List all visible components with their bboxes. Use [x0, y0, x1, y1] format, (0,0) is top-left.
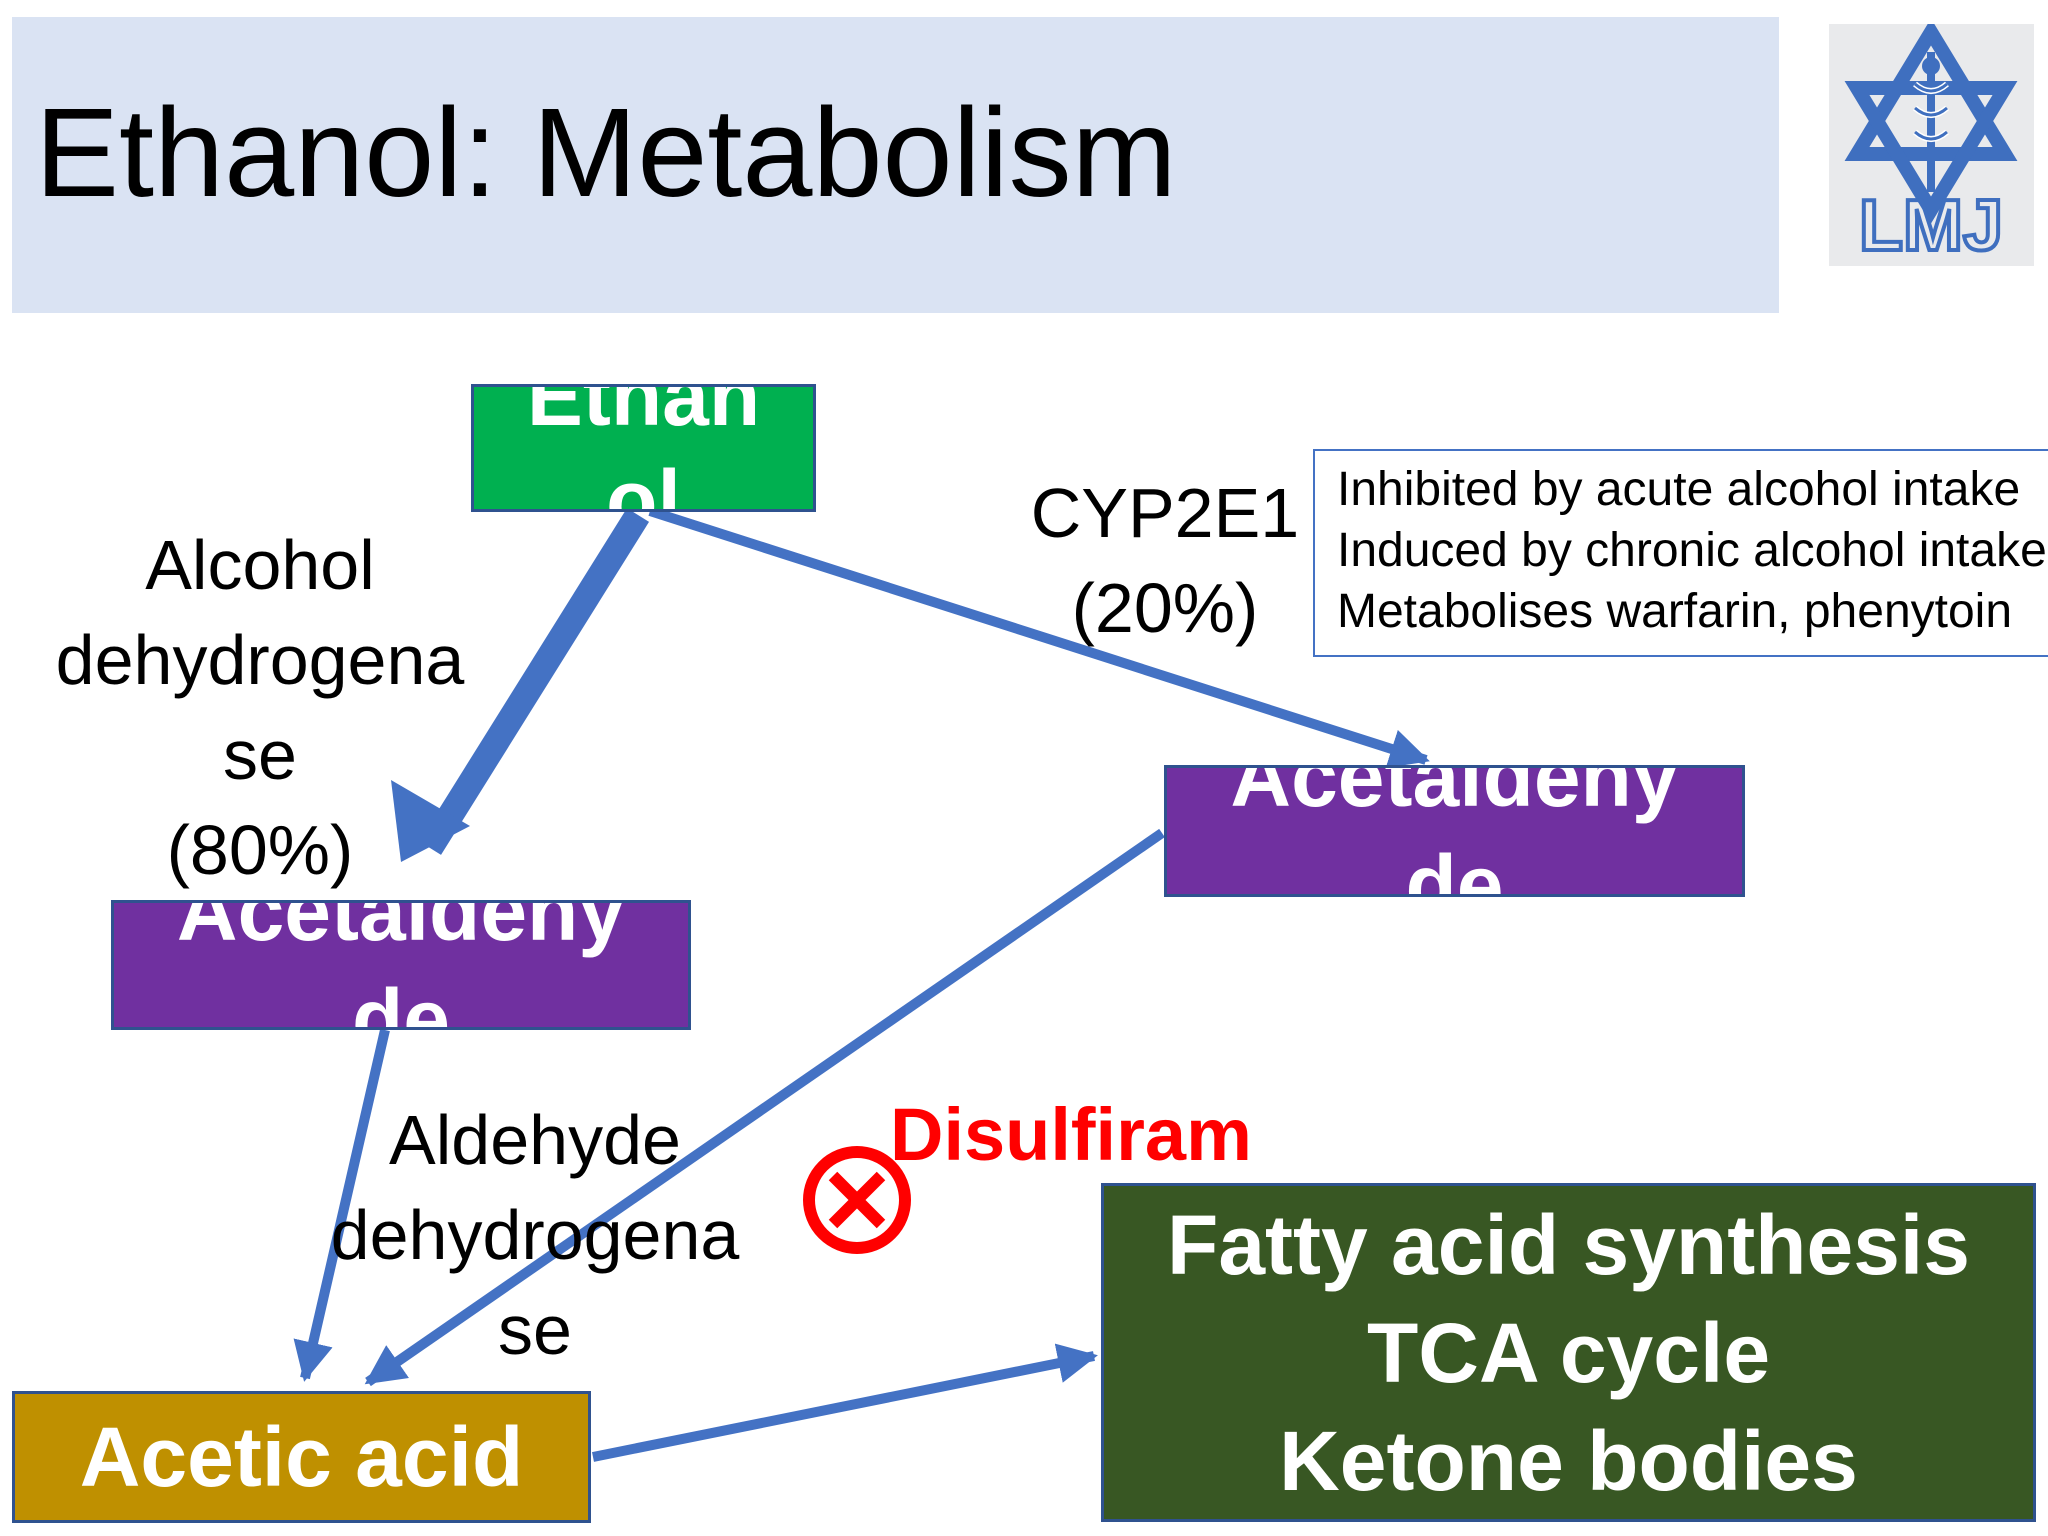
cyp2e1-callout: Inhibited by acute alcohol intake Induce…: [1313, 449, 2048, 657]
product-tca-cycle: TCA cycle: [1366, 1305, 1771, 1400]
ethanol-label-line-1: Ethan: [526, 384, 761, 443]
products-box: Fatty acid synthesis TCA cycle Ketone bo…: [1101, 1183, 2036, 1522]
aldh-line-3: se: [498, 1291, 572, 1369]
callout-line-2: Induced by chronic alcohol intake: [1337, 524, 2047, 577]
product-fatty-acid-synthesis: Fatty acid synthesis: [1167, 1197, 1970, 1292]
enzyme-label-cyp2e1: CYP2E1 (20%): [1000, 466, 1330, 656]
arrow-aldh-right: [364, 828, 1165, 1387]
acetaldehyde-box-left: Acetaldehy de: [111, 900, 691, 1030]
cyp-line-2: (20%): [1071, 569, 1259, 647]
acetaldehyde-left-line-1: Acetaldehy: [176, 900, 626, 958]
adh-line-3: se: [223, 716, 297, 794]
title-bar: [12, 17, 1779, 313]
ethanol-label-line-2: ol: [606, 453, 681, 512]
callout-line-1: Inhibited by acute alcohol intake: [1337, 463, 2021, 516]
adh-line-4: (80%): [166, 811, 354, 889]
product-ketone-bodies: Ketone bodies: [1279, 1413, 1858, 1508]
acetic-acid-box: Acetic acid: [12, 1391, 591, 1523]
arrow-products: [592, 1343, 1098, 1462]
acetaldehyde-left-line-2: de: [351, 972, 451, 1030]
acetic-acid-label: Acetic acid: [79, 1409, 524, 1504]
arrow-adh: [418, 508, 650, 855]
enzyme-label-adh: Alcohol dehydrogena se (80%): [20, 518, 500, 898]
aldh-line-2: dehydrogena: [330, 1196, 740, 1274]
slide-title: Ethanol: Metabolism: [35, 82, 1177, 223]
disulfiram-label: Disulfiram: [890, 1093, 1252, 1176]
logo: LMJ: [1829, 18, 2034, 268]
enzyme-label-aldh: Aldehyde dehydrogena se: [300, 1093, 770, 1378]
adh-line-1: Alcohol: [145, 526, 375, 604]
cyp-line-1: CYP2E1: [1030, 474, 1300, 552]
star-of-david-caduceus-logo: LMJ: [1844, 18, 2018, 268]
circled-x-icon: [803, 1146, 911, 1254]
callout-line-3: Metabolises warfarin, phenytoin: [1337, 585, 2013, 638]
acetaldehyde-right-line-1: Acetaldehy: [1230, 765, 1679, 824]
adh-line-2: dehydrogena: [55, 621, 465, 699]
arrow-adh-head: [391, 780, 470, 862]
arrow-cyp: [648, 506, 1430, 769]
ethanol-box: Ethan ol: [471, 384, 816, 512]
acetaldehyde-box-right: Acetaldehy de: [1164, 765, 1745, 897]
logo-lettering: LMJ: [1859, 186, 2003, 266]
acetaldehyde-right-line-2: de: [1405, 838, 1504, 897]
aldh-line-1: Aldehyde: [389, 1101, 681, 1179]
arrow-aldh-left: [293, 1028, 390, 1382]
